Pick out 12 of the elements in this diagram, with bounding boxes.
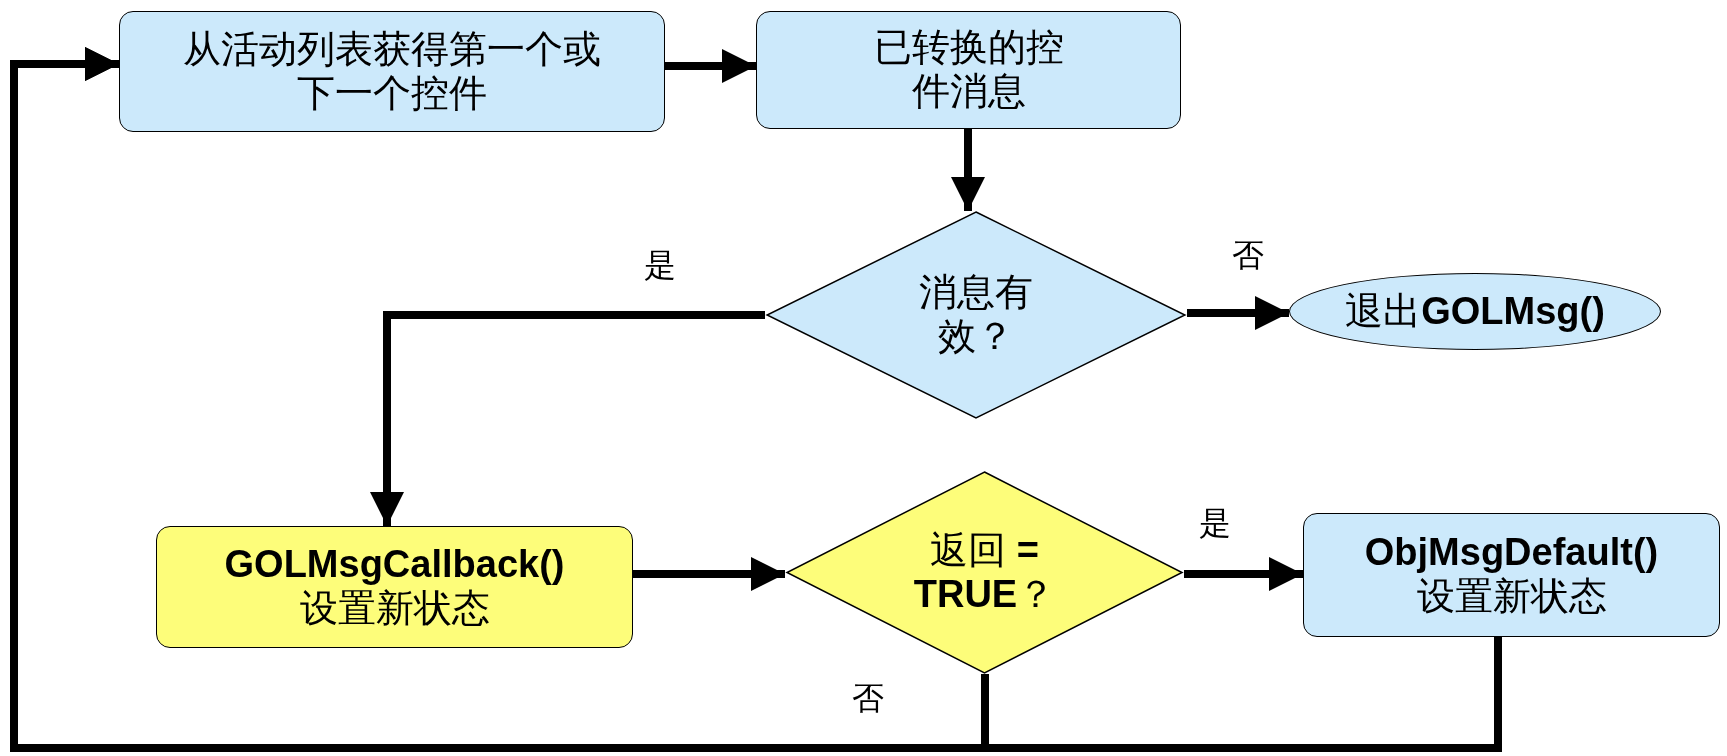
decision-diamond: 消息有效？: [765, 211, 1187, 419]
arrow: [1184, 557, 1303, 591]
process-box: GOLMsgCallback() 设置新状态: [156, 526, 633, 648]
process-box: ObjMsgDefault() 设置新状态: [1303, 513, 1720, 637]
arrow: [633, 557, 785, 591]
arrow: [10, 47, 1502, 752]
process-box: 从活动列表获得第一个或下一个控件: [119, 11, 665, 132]
terminal-oval: 退出GOLMsg(): [1289, 273, 1661, 350]
arrow: [665, 49, 756, 83]
arrow: [951, 129, 985, 211]
process-box: 已转换的控件消息: [756, 11, 1181, 129]
decision-diamond: 返回 = TRUE？: [785, 471, 1184, 674]
